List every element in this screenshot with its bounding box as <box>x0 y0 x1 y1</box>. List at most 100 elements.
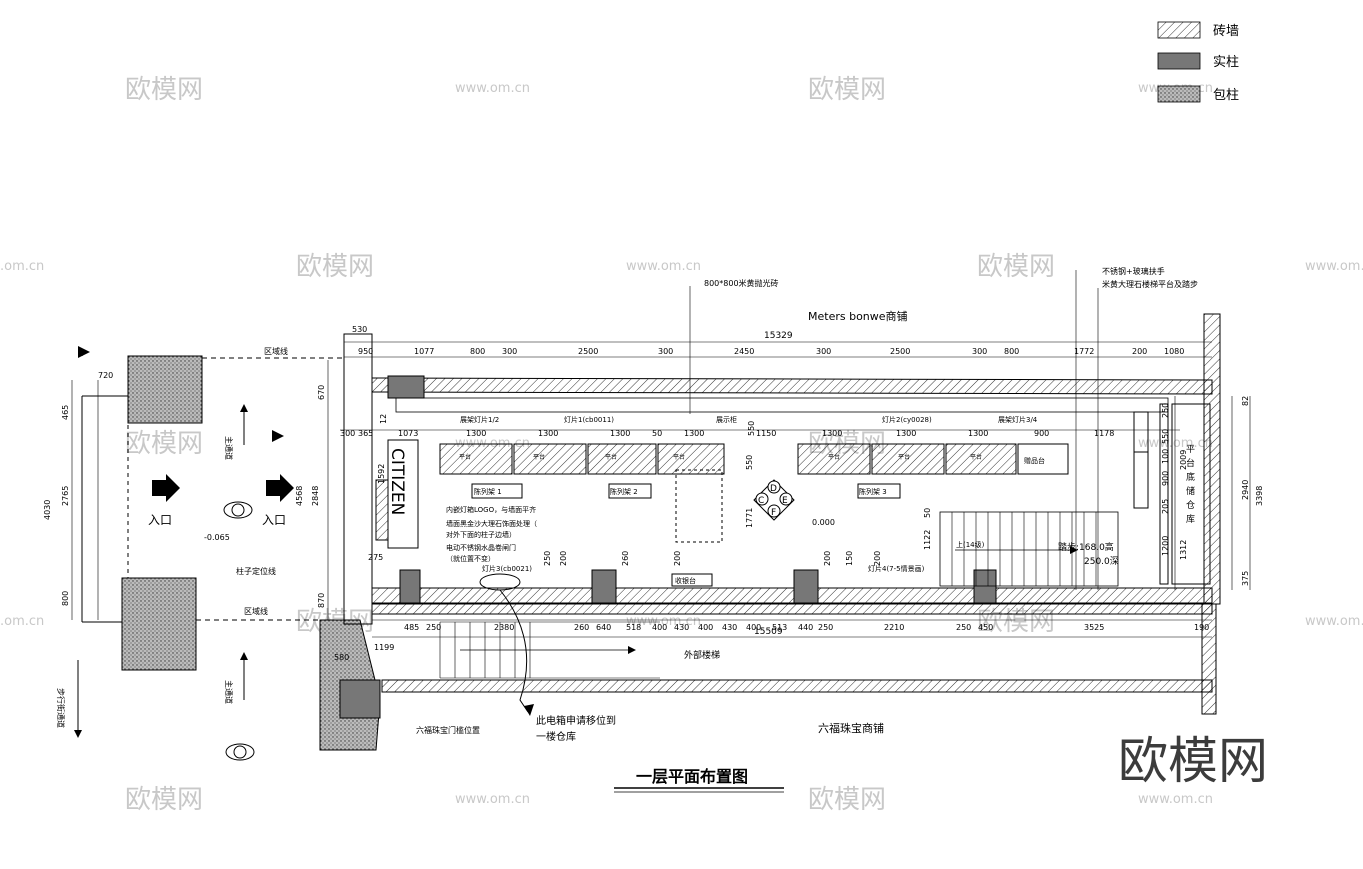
storage-char: 底 <box>1186 471 1195 483</box>
storage-char: 台 <box>1186 457 1195 469</box>
axis-label: B <box>272 434 277 442</box>
svg-text:1592: 1592 <box>377 464 386 484</box>
watermark: 欧模网 <box>125 75 203 105</box>
svg-text:1200: 1200 <box>1161 536 1170 556</box>
axis-marker-icon <box>272 430 284 442</box>
solid-column <box>387 375 425 399</box>
svg-text:900: 900 <box>1034 429 1049 438</box>
counter <box>797 443 871 475</box>
brand-sign: CITIZEN <box>387 448 407 515</box>
svg-text:200: 200 <box>673 551 682 566</box>
dimension-lines <box>71 270 1251 638</box>
svg-text:205: 205 <box>1161 499 1170 514</box>
watermark: 欧模网 <box>125 429 203 459</box>
svg-text:250: 250 <box>1161 403 1170 418</box>
column-line-label: 柱子定位线 <box>236 566 276 576</box>
counter-label: 平台 <box>459 453 471 461</box>
display-label: 陈列架 1 <box>474 487 502 496</box>
watermark: www.om.cn <box>1138 436 1213 451</box>
counter <box>513 443 587 475</box>
svg-text:580: 580 <box>334 653 349 662</box>
svg-text:3525: 3525 <box>1084 623 1104 632</box>
svg-text:300: 300 <box>816 347 831 356</box>
svg-text:200: 200 <box>873 551 882 566</box>
watermark: 欧模网 <box>125 785 203 815</box>
svg-text:275: 275 <box>368 553 383 562</box>
main-passage-label: 主通道 <box>224 436 234 460</box>
svg-text:82: 82 <box>1241 396 1250 406</box>
arrow-right-icon <box>152 474 180 502</box>
svg-text:1771: 1771 <box>745 508 754 528</box>
svg-text:1077: 1077 <box>414 347 434 356</box>
axis-marker-icon <box>78 346 90 358</box>
counter <box>587 443 657 475</box>
zone-line-label: 区域线 <box>244 606 268 616</box>
svg-text:2500: 2500 <box>890 347 910 356</box>
storage-char: 平 <box>1186 444 1195 455</box>
svg-text:1300: 1300 <box>684 429 704 438</box>
svg-text:200: 200 <box>1132 347 1147 356</box>
elevation-label: 0.000 <box>812 518 835 527</box>
light-label: 展架灯片3/4 <box>998 415 1038 424</box>
labels: Meters bonwe商铺 六福珠宝商铺 800*800米黄抛光砖 不锈钢+玻… <box>56 266 1198 743</box>
svg-text:2940: 2940 <box>1241 480 1250 500</box>
svg-text:400: 400 <box>746 623 761 632</box>
svg-text:513: 513 <box>772 623 787 632</box>
svg-text:E: E <box>782 496 788 506</box>
svg-text:4030: 4030 <box>43 500 52 520</box>
svg-text:190: 190 <box>1194 623 1209 632</box>
svg-text:250: 250 <box>956 623 971 632</box>
counter-label: 平台 <box>605 453 617 461</box>
watermark: www.om.cn <box>1305 614 1363 629</box>
counter-top-label: 展示柜 <box>716 415 737 424</box>
solid-column <box>793 569 819 604</box>
legend: 砖墙 实柱 包柱 <box>1157 21 1239 103</box>
svg-text:200: 200 <box>823 551 832 566</box>
svg-text:50: 50 <box>652 429 662 438</box>
entrance-label: 入口 <box>262 513 286 527</box>
watermark: 欧模网 <box>808 75 886 105</box>
note: 内嵌灯箱LOGO，与墙面平齐 <box>446 505 536 514</box>
legend-label: 砖墙 <box>1213 24 1239 39</box>
entrance-arrows <box>74 346 294 761</box>
svg-text:400: 400 <box>698 623 713 632</box>
dimension-texts: 15329 15509 950 1077 800 300 2500 300 24… <box>43 325 1264 662</box>
svg-text:260: 260 <box>574 623 589 632</box>
axis-label: A <box>78 350 83 358</box>
svg-text:800: 800 <box>470 347 485 356</box>
store-bottom-label: 六福珠宝商铺 <box>818 721 884 735</box>
counter-label: 平台 <box>898 453 910 461</box>
svg-text:550: 550 <box>745 455 754 470</box>
person-icon <box>223 501 253 519</box>
svg-text:12: 12 <box>379 414 388 424</box>
solid-column <box>339 679 381 719</box>
solid-column <box>591 569 617 604</box>
svg-text:1073: 1073 <box>398 429 418 438</box>
light-label: 灯片4(7-5情景画) <box>868 564 925 573</box>
person-icon <box>225 743 255 761</box>
svg-text:530: 530 <box>352 325 367 334</box>
svg-text:870: 870 <box>317 593 326 608</box>
svg-text:200: 200 <box>559 551 568 566</box>
svg-text:375: 375 <box>1241 571 1250 586</box>
pedestrian-label: 步行街通道 <box>56 688 66 728</box>
svg-text:365: 365 <box>358 429 373 438</box>
note: 电动不锈钢水晶卷闸门 <box>446 543 516 552</box>
counter <box>657 443 725 475</box>
svg-text:2765: 2765 <box>61 486 70 506</box>
walls <box>339 313 1221 719</box>
handrail-label: 不锈钢+玻璃扶手 <box>1102 266 1165 276</box>
store-top-label: Meters bonwe商铺 <box>808 309 908 323</box>
compass-icon: D C E F <box>753 479 795 521</box>
svg-text:2500: 2500 <box>578 347 598 356</box>
watermark: www.om.cn <box>1138 792 1213 807</box>
watermark: .om.cn <box>0 259 44 274</box>
external-stair-label: 外部楼梯 <box>684 649 720 661</box>
watermark: www.om.cn <box>455 792 530 807</box>
counter-label: 平台 <box>533 453 545 461</box>
counter <box>439 443 513 475</box>
watermark: www.om.cn <box>1305 259 1363 274</box>
watermark: www.om.cn <box>626 259 701 274</box>
note: 墙面黑金沙大理石饰面处理（ <box>446 519 537 528</box>
